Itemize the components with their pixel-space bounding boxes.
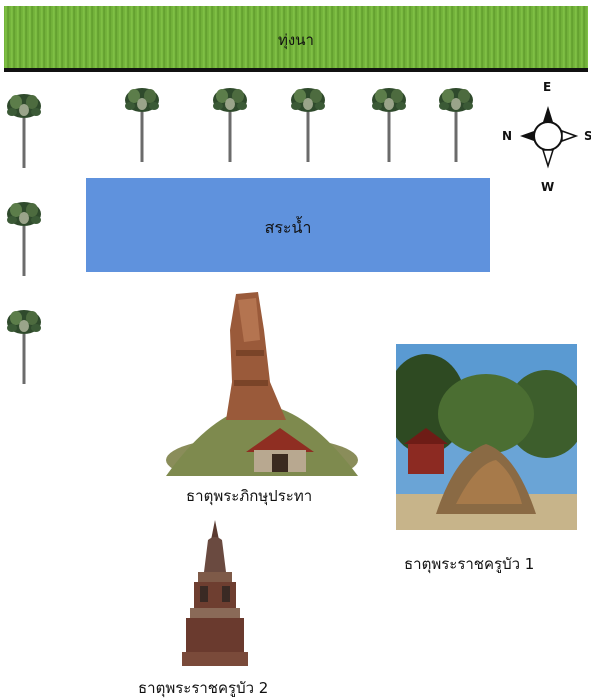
palm-tree	[7, 202, 41, 276]
palm-tree	[213, 88, 247, 162]
stupa-2-label: ธาตุพระราชครูบัว 1	[404, 555, 535, 573]
palm-tree	[372, 88, 406, 162]
palm-tree	[7, 310, 41, 384]
palm-tree	[439, 88, 473, 162]
compass-icon	[520, 106, 579, 169]
compass-south-label: S	[584, 129, 591, 143]
stupa-1-label: ธาตุพระภิกษุประทา	[186, 487, 313, 505]
pond: สระน้ำ	[86, 178, 490, 272]
compass-north-label: N	[502, 129, 513, 143]
palm-tree	[291, 88, 325, 162]
stupa-phra-ratchakhru-bua-2-photo	[182, 520, 248, 666]
palm-tree	[125, 88, 159, 162]
palm-tree	[7, 94, 41, 168]
compass-rose: E N S W	[496, 76, 591, 196]
stupa-3-label: ธาตุพระราชครูบัว 2	[138, 679, 269, 697]
rice-field-label: ทุ่งนา	[278, 31, 314, 49]
compass-east-label: E	[543, 80, 552, 94]
compass-west-label: W	[541, 180, 555, 194]
pond-label: สระน้ำ	[264, 218, 312, 237]
rice-field: ทุ่งนา	[4, 6, 588, 72]
stupa-phra-ratchakhru-bua-1-photo	[396, 344, 577, 530]
stupa-phra-phiksu-prathai-photo	[166, 292, 358, 476]
